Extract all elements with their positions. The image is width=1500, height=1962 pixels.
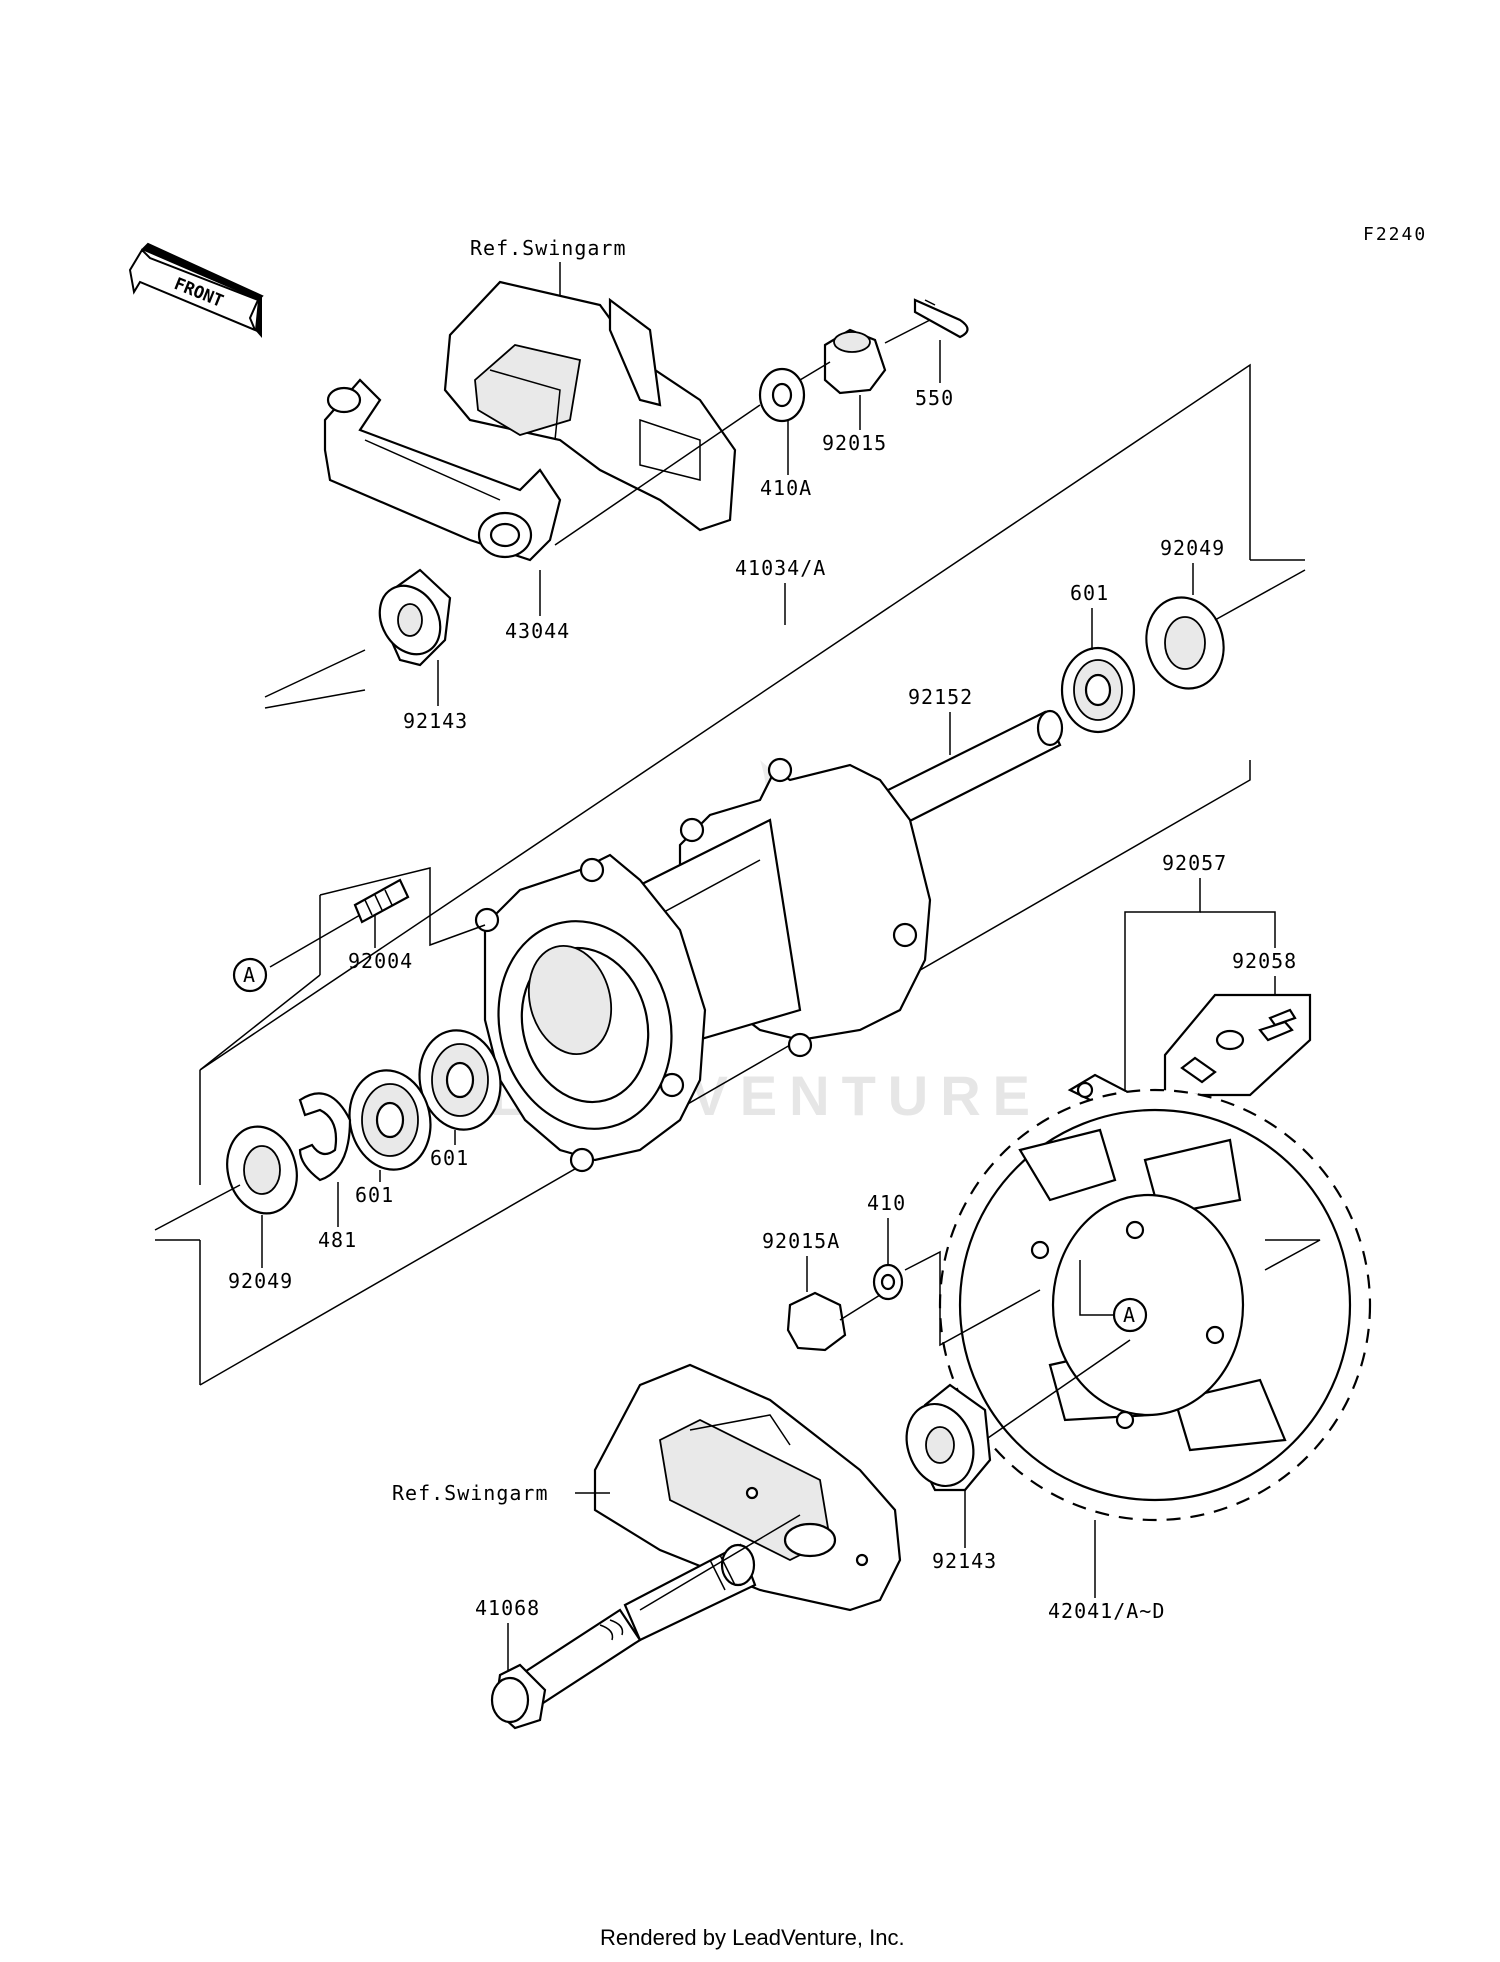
nut-92015A-illustration — [786, 1291, 847, 1352]
swingarm-bottom-illustration — [593, 1363, 902, 1612]
part-92143-top-label: 92143 — [403, 709, 468, 733]
part-42041-label: 42041/A~D — [1048, 1599, 1165, 1623]
washer-410A-illustration — [758, 367, 806, 423]
rear-hub-41034-illustration — [474, 757, 932, 1173]
circlip-481-illustration — [298, 1092, 352, 1182]
ref-swingarm-top-label: Ref.Swingarm — [470, 236, 627, 260]
part-92057-label: 92057 — [1162, 851, 1227, 875]
part-601-mid-label: 601 — [430, 1146, 469, 1170]
bearing-601-top-illustration — [1060, 646, 1136, 734]
hub-bracket-bottom — [199, 760, 1251, 1386]
master-link-92058-illustration — [1163, 993, 1312, 1097]
chain-adjuster-43044-illustration — [323, 378, 562, 562]
nut-92015-illustration — [823, 328, 887, 395]
callout-a-lower: A — [1112, 1297, 1148, 1333]
axle-41068-illustration — [490, 1543, 757, 1730]
part-410A-label: 410A — [760, 476, 812, 500]
ref-swingarm-bottom-label: Ref.Swingarm — [392, 1481, 549, 1505]
washer-410-illustration — [872, 1263, 904, 1301]
figure-code: F2240 — [1363, 224, 1427, 245]
part-92049-low-label: 92049 — [228, 1269, 293, 1293]
part-92152-label: 92152 — [908, 685, 973, 709]
collar-92143-top-illustration — [378, 568, 452, 667]
callout-a-upper: A — [232, 957, 268, 993]
bearing-601-mid-illustration — [418, 1029, 502, 1131]
part-92004-label: 92004 — [348, 949, 413, 973]
part-43044-label: 43044 — [505, 619, 570, 643]
seal-92049-top-illustration — [1145, 596, 1225, 690]
svg-text:A: A — [1123, 1303, 1136, 1327]
seal-92049-low-illustration — [226, 1125, 298, 1215]
stud-92004-illustration — [353, 878, 410, 924]
part-601-top-label: 601 — [1070, 581, 1109, 605]
part-41068-label: 41068 — [475, 1596, 540, 1620]
cotter-pin-550-illustration — [913, 298, 969, 339]
part-92049-top-label: 92049 — [1160, 536, 1225, 560]
part-481-label: 481 — [318, 1228, 357, 1252]
swingarm-top-illustration — [443, 280, 737, 532]
part-92143-low-label: 92143 — [932, 1549, 997, 1573]
footer-credit: Rendered by LeadVenture, Inc. — [600, 1925, 905, 1950]
hub-bracket-top — [199, 363, 1251, 1071]
sprocket-42041-illustration — [938, 1088, 1372, 1522]
part-410-label: 410 — [867, 1191, 906, 1215]
part-92015A-label: 92015A — [762, 1229, 840, 1253]
front-arrow-icon: FRONT — [128, 242, 264, 338]
svg-text:A: A — [243, 963, 256, 987]
part-550-label: 550 — [915, 386, 954, 410]
part-601-low-label: 601 — [355, 1183, 394, 1207]
part-41034A-label: 41034/A — [735, 556, 826, 580]
part-92058-label: 92058 — [1232, 949, 1297, 973]
part-92015-label: 92015 — [822, 431, 887, 455]
collar-92143-low-illustration — [905, 1383, 992, 1492]
